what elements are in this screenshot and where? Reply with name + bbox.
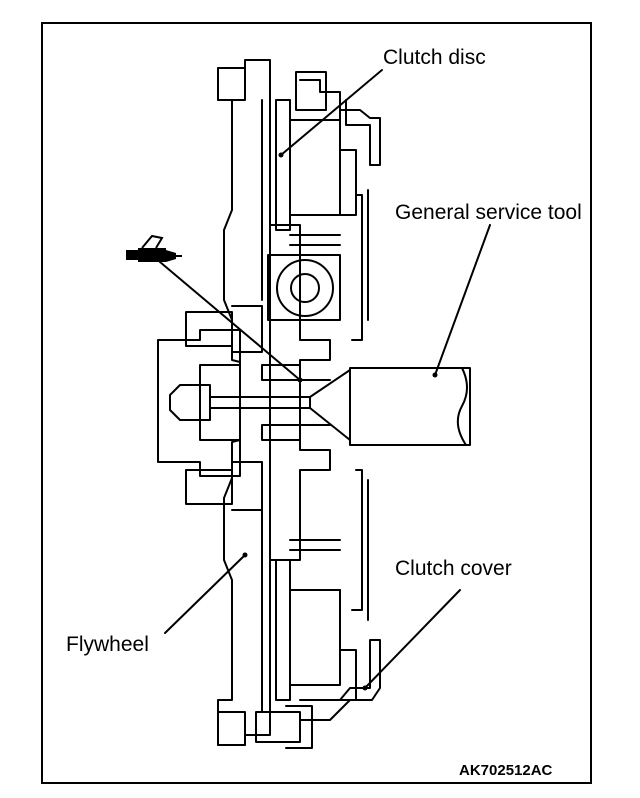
- clutch-cover-bottom: [299, 639, 381, 721]
- dot-grease: [297, 377, 303, 383]
- leader-clutch-disc: [280, 69, 383, 156]
- leader-grease: [159, 261, 301, 381]
- leader-flywheel: [164, 554, 246, 634]
- pressure-plate-top: [339, 99, 357, 216]
- ring-gear-bottom: [217, 711, 246, 746]
- inner-detail: [289, 234, 341, 551]
- dot-flywheel: [242, 552, 248, 558]
- damper-retainer: [267, 254, 341, 321]
- damper-spring-inner: [290, 273, 320, 303]
- dot-clutch-disc: [278, 152, 284, 158]
- cover-bolt-top: [295, 71, 327, 111]
- label-clutch-disc: Clutch disc: [383, 46, 486, 69]
- label-flywheel: Flywheel: [66, 633, 149, 656]
- figure-frame: [41, 22, 592, 784]
- label-general-service-tool: General service tool: [395, 201, 582, 224]
- tool-body: [349, 367, 471, 446]
- diaphragm-spring-bottom: [351, 469, 369, 621]
- flywheel-bolt-bottom: [185, 461, 263, 511]
- dot-clutch-cover: [362, 685, 368, 691]
- leader-clutch-cover: [364, 589, 461, 689]
- damper-spring-outer: [276, 259, 334, 317]
- flywheel-bolt-top: [185, 305, 263, 353]
- tool-pilot-tip: [169, 384, 211, 421]
- figure-code: AK702512AC: [459, 762, 553, 779]
- clutch-disc-plate: [289, 119, 341, 686]
- dot-general-service-tool: [432, 372, 438, 378]
- grease-gun-icon: [126, 234, 182, 262]
- flywheel-profile: [217, 59, 271, 746]
- cover-bolt-bottom: [255, 705, 313, 749]
- diaphragm-spring-top: [351, 189, 369, 341]
- crankshaft: [157, 329, 241, 477]
- crankshaft-inner: [199, 364, 241, 441]
- clutch-disc-lining-top: [275, 99, 291, 231]
- clutch-disc-lining-bottom: [275, 559, 291, 701]
- pressure-plate-bottom: [339, 589, 357, 701]
- clutch-cover-top: [299, 79, 381, 166]
- ring-gear-top: [217, 67, 246, 101]
- leader-general-service-tool: [434, 224, 491, 376]
- tool-body-break: [456, 367, 468, 446]
- tool-shaft: [209, 396, 311, 409]
- label-clutch-cover: Clutch cover: [395, 557, 512, 580]
